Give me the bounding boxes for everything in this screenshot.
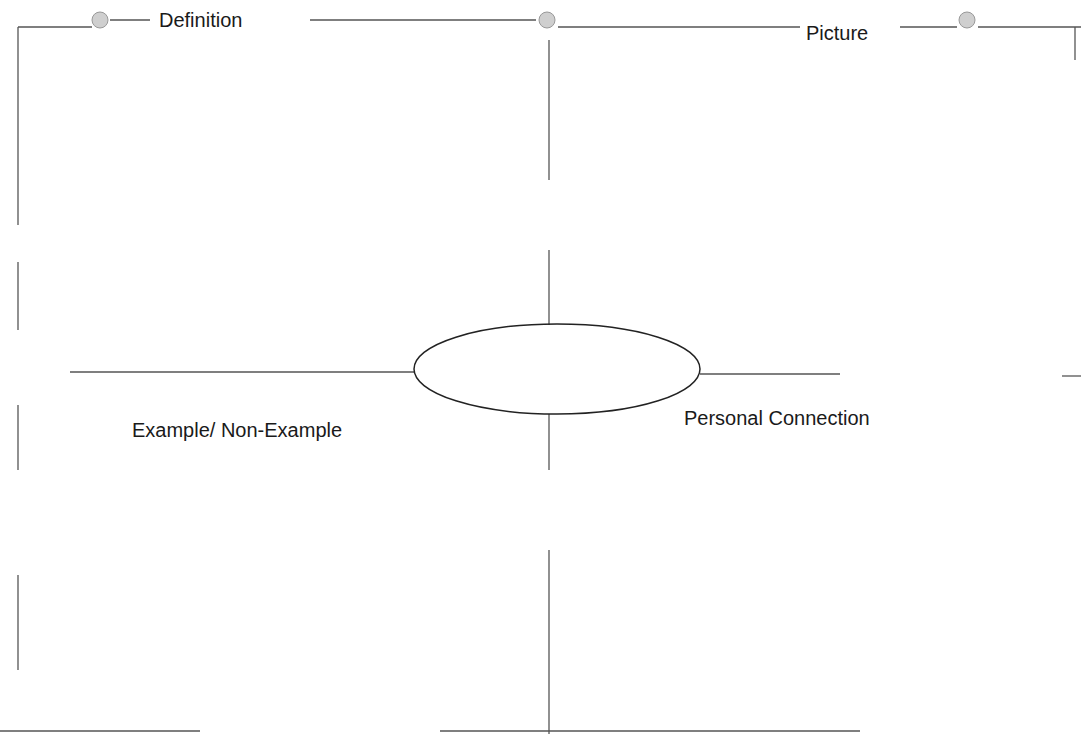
quadrant-heading: Picture (802, 21, 872, 45)
quadrant-heading: Personal Connection (680, 406, 874, 430)
center-ellipse (414, 324, 700, 414)
frame-lines (0, 20, 1081, 734)
quadrant-heading: Example/ Non-Example (128, 418, 346, 442)
quadrant-heading: Definition (155, 8, 246, 32)
